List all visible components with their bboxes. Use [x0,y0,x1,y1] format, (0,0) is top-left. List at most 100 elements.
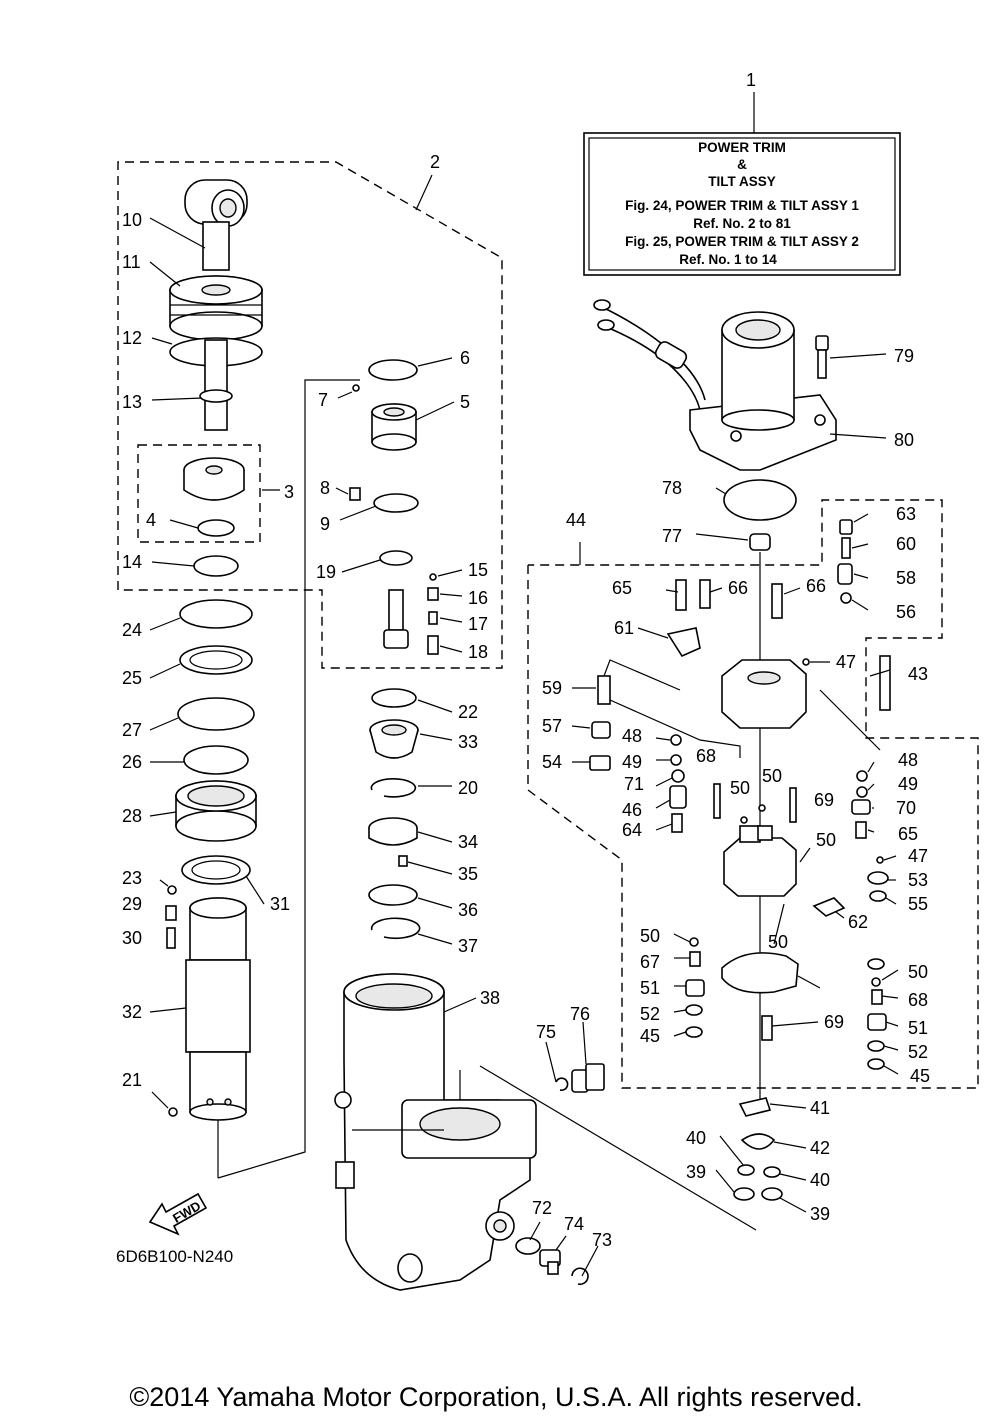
part-label: 50 [730,778,750,798]
piston-34 [368,817,418,846]
info-box-ref25: Ref. No. 1 to 14 [679,252,777,267]
part-label: 50 [762,766,782,786]
pin-29 [165,905,177,921]
part-label: 31 [270,894,290,914]
seat-52b [867,1040,885,1052]
spring-18 [427,635,439,655]
seat-50e [867,958,885,970]
info-box: POWER TRIM & TILT ASSY Fig. 24, POWER TR… [583,92,901,276]
o-ring-45b [867,1058,885,1070]
o-ring-26 [183,745,249,775]
part-label: 26 [122,752,142,772]
part-label: 71 [624,774,644,794]
valve-71 [851,799,871,815]
filter-parts [733,1097,783,1201]
spring-68b [871,989,883,1005]
valve-46 [669,785,687,809]
pin-69b [789,787,797,823]
washer-39a [733,1187,755,1201]
o-ring-14 [193,555,239,577]
part-label: 25 [122,668,142,688]
part-label: 65 [612,578,632,598]
gasket-42 [740,1133,776,1150]
part-label: 47 [908,846,928,866]
piston-head [169,275,263,341]
part-label: 42 [810,1138,830,1158]
ball-21 [168,1107,178,1117]
part-label: 37 [458,936,478,956]
part-label: 23 [122,868,142,888]
backup-ring-25 [179,645,253,675]
pin-17 [428,611,438,625]
part-label: 17 [468,614,488,634]
ball-7 [352,384,360,392]
fwd-label: FWD [170,1198,203,1226]
part-label: 48 [622,726,642,746]
ball-47a [802,658,810,666]
o-ring-6 [368,359,418,381]
spring-59 [597,675,611,705]
washer-39b [761,1187,783,1201]
part-labels: 1 2 3 4 5 6 7 8 9 10 11 12 13 14 15 16 1… [122,70,930,1250]
leader-lines [149,217,899,1277]
plug-75 [539,1249,561,1275]
bolt-66b [771,583,783,619]
forward-arrow: FWD [148,1192,208,1236]
cylinder-cap-28 [175,780,257,842]
ring-49b [856,786,868,798]
info-box-fig24: Fig. 24, POWER TRIM & TILT ASSY 1 [625,198,859,213]
part-label: 64 [622,820,642,840]
part-label: 20 [458,778,478,798]
part-label: 50 [640,926,660,946]
part-label: 50 [908,962,928,982]
part-label: 6 [460,348,470,368]
part-label: 8 [320,478,330,498]
o-ring-72 [671,769,685,783]
part-label: 9 [320,514,330,534]
ball-50c [689,937,699,947]
tilt-cylinder-parts [349,359,439,1005]
part-label: 73 [592,1230,612,1250]
spring-65a [671,813,683,833]
pin-16 [427,587,439,601]
info-box-title: POWER TRIM [698,140,786,155]
part-label: 11 [122,252,141,272]
bolt-43 [879,655,891,711]
valve-51a [685,979,705,997]
part-label: 46 [622,800,642,820]
part-label: 41 [810,1098,830,1118]
spring-65b [855,821,867,839]
plug-64 [839,519,853,535]
part-label: 68 [908,990,928,1010]
part-label: 70 [896,798,916,818]
part-label: 43 [908,664,928,684]
screw-valve [383,589,409,649]
part-label: 66 [806,576,826,596]
ball-50f [871,977,881,987]
ring-48b [856,770,868,782]
info-box-ref24: Ref. No. 2 to 81 [693,216,791,231]
part-label: 10 [122,210,142,230]
part-label: 63 [896,504,916,524]
part-label: 50 [768,932,788,952]
part-label: 3 [284,482,294,502]
part-label: 72 [532,1198,552,1218]
circlip-37 [370,917,421,940]
spring-35 [398,855,408,867]
valve-body-5 [371,403,417,451]
clip-74 [571,1267,589,1286]
fittings [515,1063,605,1286]
o-ring-36 [368,884,418,906]
spring-30 [166,927,176,949]
part-label: 18 [468,642,488,662]
part-label: 53 [908,870,928,890]
o-ring-24 [179,599,253,629]
ring-48a [670,734,682,746]
part-label: 2 [430,152,440,172]
diagram-code: 6D6B100-N240 [116,1247,233,1266]
plate-62 [721,952,799,994]
o-ring-22 [371,688,417,708]
part-label: 55 [908,894,928,914]
seat-52a [685,1004,703,1016]
